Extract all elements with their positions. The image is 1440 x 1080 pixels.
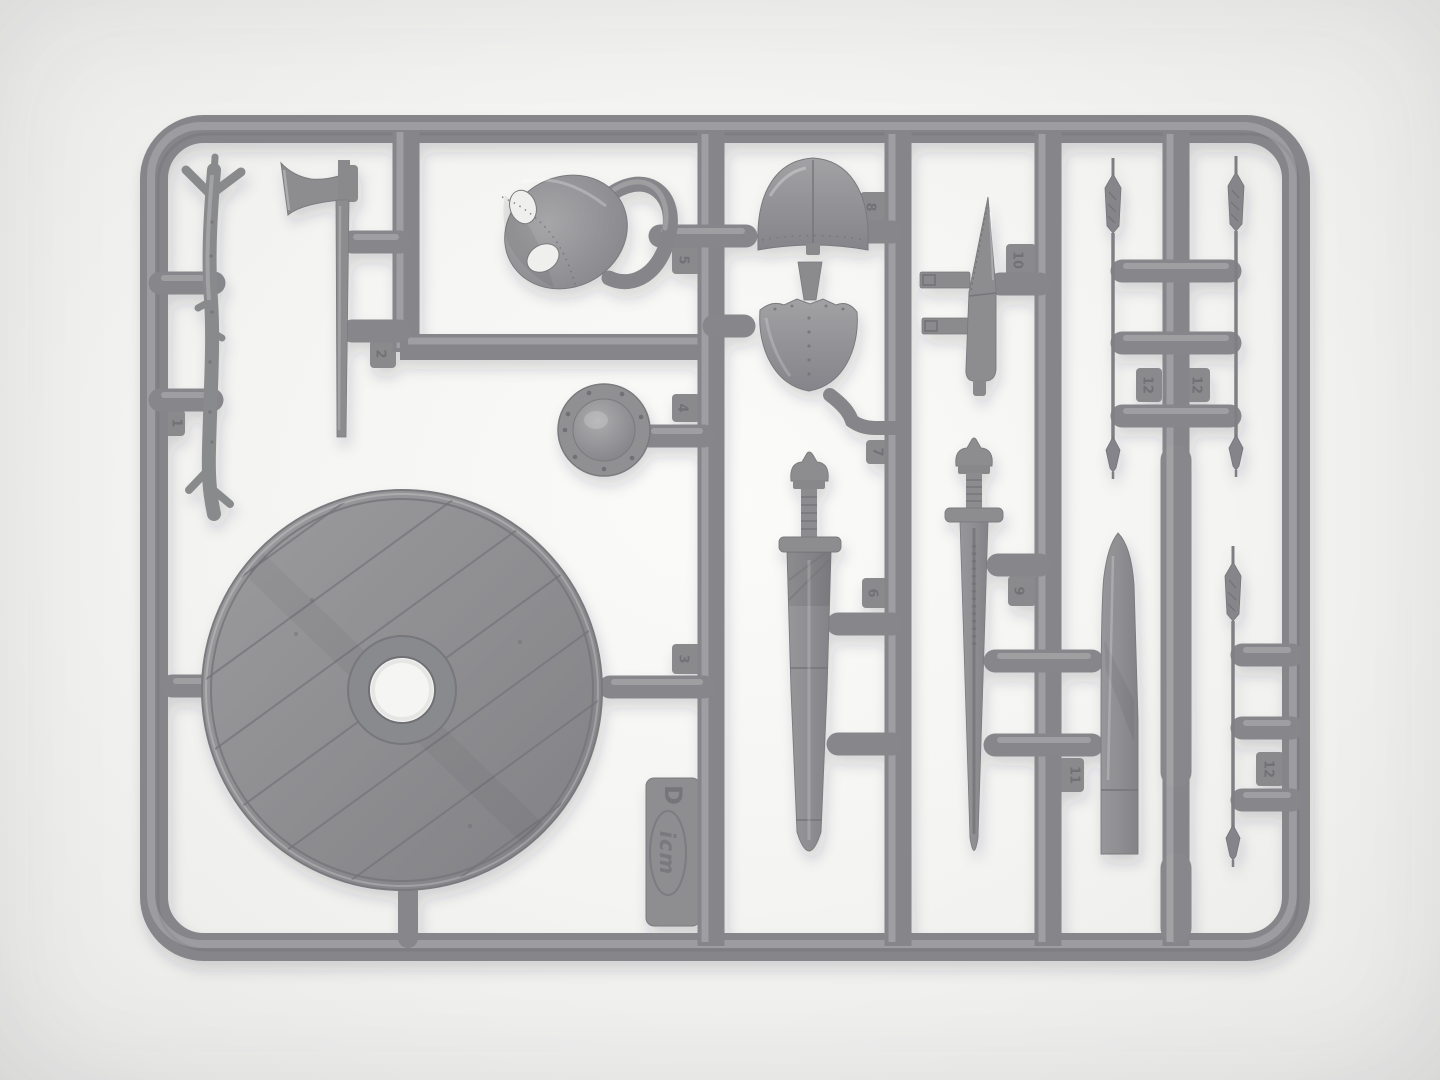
part-number-tab-6: 6 [862, 578, 890, 608]
part-spectacle-helmet [501, 174, 678, 290]
runner-4 [1034, 130, 1062, 946]
tab-number: 3 [676, 654, 691, 663]
part-number-tab-9: 9 [1008, 576, 1036, 606]
part-number-tab-4: 4 [672, 394, 700, 422]
part-shield [201, 489, 603, 891]
logo-oval [649, 810, 687, 896]
runner-5 [1160, 130, 1192, 946]
part-sheathed-sword [778, 451, 842, 852]
pommel [790, 451, 829, 482]
tab-number: 1 [169, 418, 184, 427]
tab-number: 12 [1140, 376, 1155, 394]
part-shield-boss [557, 383, 651, 477]
part-number-tab-8: 8 [860, 192, 888, 222]
tab-number: 8 [863, 202, 878, 211]
tab-number: 10 [1010, 251, 1025, 269]
brand-logo-tab: icm D [645, 777, 701, 927]
part-arrow [1226, 154, 1246, 479]
curved-gate [598, 176, 678, 290]
part-helmet-top [757, 157, 869, 255]
tab-number: 4 [675, 403, 690, 412]
part-sword [944, 437, 1004, 851]
part-axe [280, 160, 358, 438]
part-number-tab-5: 5 [672, 246, 700, 274]
fletching [1104, 173, 1122, 234]
pommel [955, 437, 993, 467]
brand-logo-text: icm [655, 831, 679, 876]
sprue-gates [148, 220, 1304, 948]
grip [966, 473, 982, 509]
part-branch-pole [181, 153, 246, 521]
tab-number: 5 [676, 255, 691, 264]
part-spearhead [1100, 532, 1139, 855]
runner-2 [697, 130, 725, 946]
eye-hole [526, 243, 560, 273]
cross-rail [400, 334, 714, 360]
boss-dome [572, 398, 636, 462]
tab-number: 12 [1189, 376, 1204, 394]
part-number-tab-12c: 12 [1256, 752, 1284, 786]
tab-number: 7 [870, 447, 885, 456]
belt-strap [919, 271, 971, 289]
crossguard [944, 507, 1004, 523]
tab-number: 12 [1261, 760, 1276, 778]
arrowhead [1105, 436, 1121, 473]
part-number-tab-11: 11 [1056, 758, 1084, 792]
part-number-tab-2: 2 [370, 340, 396, 368]
part-helmet-bottom [759, 261, 901, 435]
part-number-tab-12b: 12 [1184, 368, 1210, 402]
crossguard [778, 536, 842, 553]
curved-gate [823, 388, 901, 435]
part-number-tab-12a: 12 [1136, 368, 1162, 402]
part-arrow [1223, 544, 1243, 869]
runner-3 [884, 130, 912, 946]
sprue-letter: D [659, 785, 687, 805]
tab-number: 9 [1011, 586, 1026, 595]
part-seax-sheath [919, 196, 997, 396]
tab-number: 6 [865, 588, 880, 597]
eye-hole [509, 189, 537, 225]
part-number-tab-3: 3 [672, 644, 702, 674]
tab-number: 11 [1067, 766, 1082, 784]
part-number-tab-10: 10 [1006, 244, 1036, 276]
tab-number: 2 [373, 349, 388, 358]
shield-center-hole [368, 656, 436, 724]
part-arrow [1104, 158, 1122, 479]
